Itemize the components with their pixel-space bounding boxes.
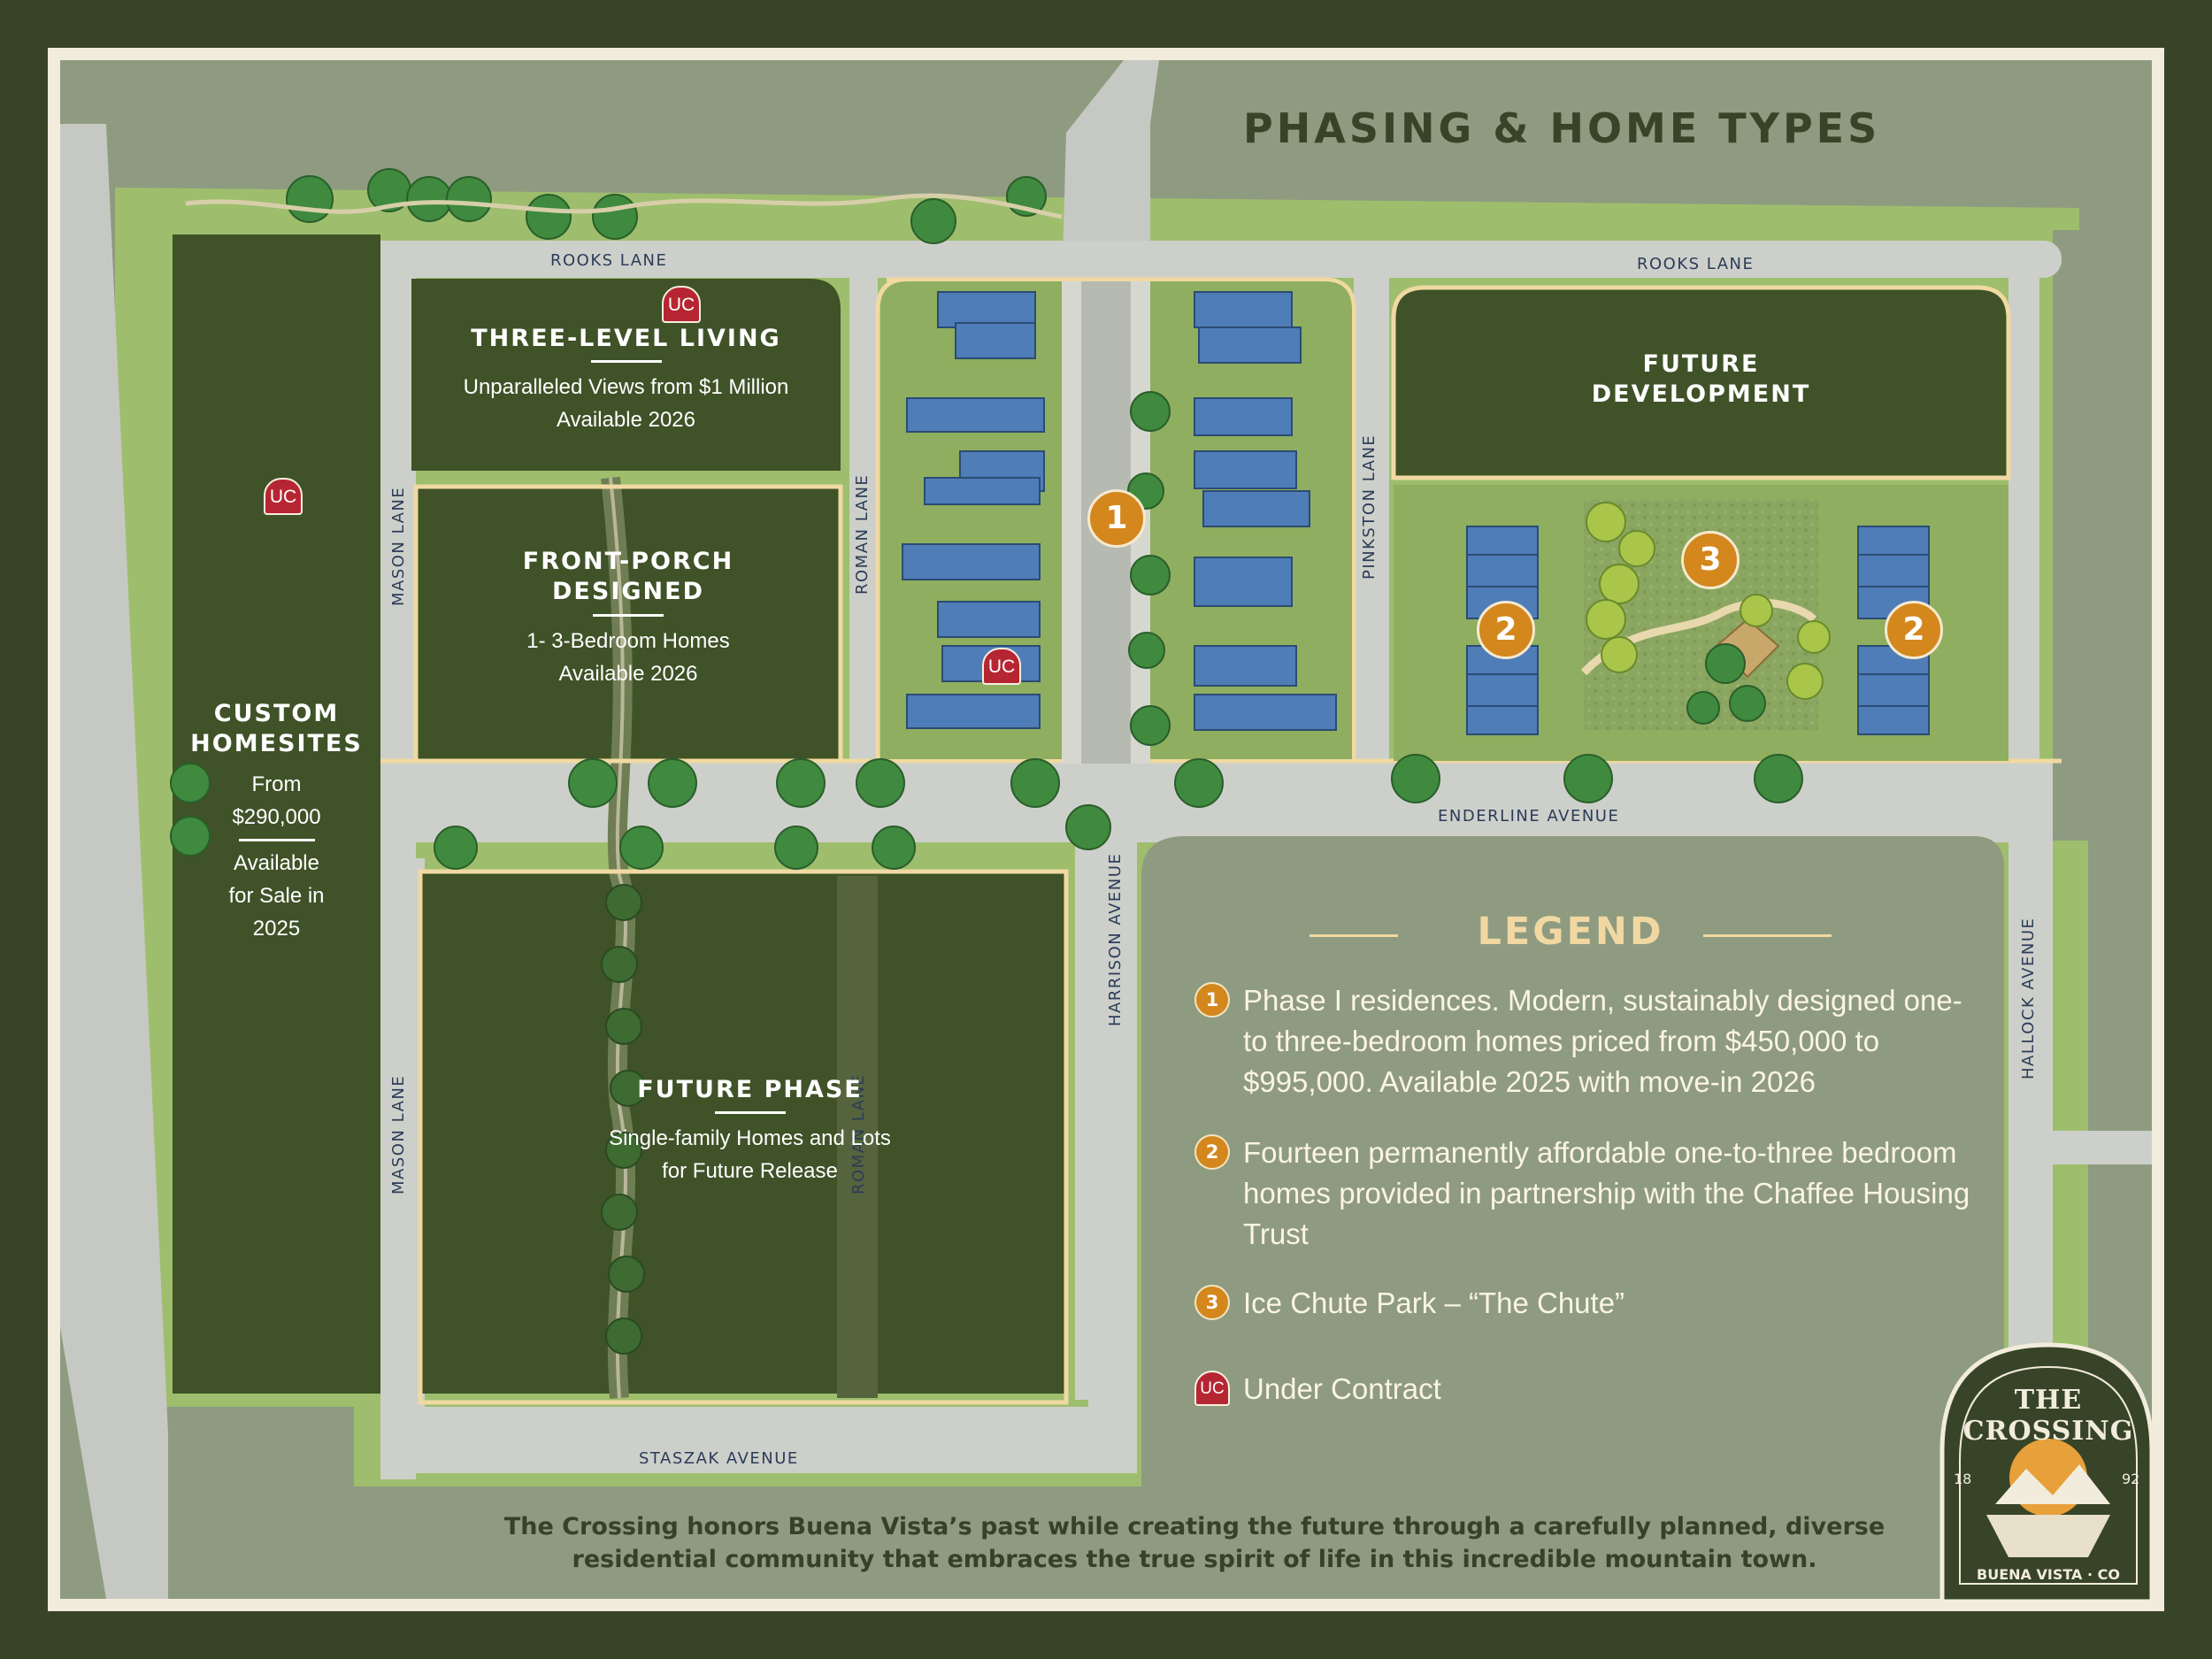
street-hallock-avenue: HALLOCK AVENUE bbox=[2019, 917, 2038, 1079]
legend-uc-marker: UC bbox=[1194, 1371, 1230, 1406]
legend-text: Fourteen permanently affordable one-to-t… bbox=[1243, 1136, 1970, 1250]
block-line: Available 2026 bbox=[556, 408, 696, 432]
under-contract-marker: UC bbox=[662, 286, 701, 323]
street-rooks-lane-west: ROOKS LANE bbox=[550, 251, 668, 270]
legend-item-phase-2: 2 Fourteen permanently affordable one-to… bbox=[1194, 1133, 1991, 1256]
block-future-phase: FUTURE PHASE Single-family Homes and Lot… bbox=[513, 1075, 987, 1187]
legend-text: Phase I residences. Modern, sustainably … bbox=[1243, 984, 1962, 1098]
block-line: Single-family Homes and Lots bbox=[609, 1126, 891, 1150]
legend-marker: 3 bbox=[1194, 1285, 1230, 1320]
street-roman-lane-north: ROMAN LANE bbox=[853, 473, 872, 595]
legend-text: Under Contract bbox=[1243, 1372, 1441, 1405]
legend-rule-right bbox=[1703, 934, 1832, 937]
block-line: 1- 3-Bedroom Homes bbox=[526, 629, 730, 653]
street-rooks-lane-east: ROOKS LANE bbox=[1637, 255, 1755, 273]
divider bbox=[590, 360, 662, 363]
logo-badge bbox=[1939, 1342, 2154, 1604]
block-line: 2025 bbox=[252, 917, 301, 941]
block-line: Available bbox=[234, 851, 319, 875]
block-title: CUSTOM bbox=[213, 700, 340, 727]
logo-name: THE CROSSING bbox=[1962, 1385, 2134, 1447]
street-staszak-avenue: STASZAK AVENUE bbox=[639, 1449, 799, 1468]
block-front-porch: FRONT-PORCH DESIGNED 1- 3-Bedroom Homes … bbox=[416, 547, 841, 690]
street-enderline-avenue: ENDERLINE AVENUE bbox=[1438, 807, 1620, 826]
legend-text: Ice Chute Park – “The Chute” bbox=[1243, 1286, 1625, 1319]
block-line: From bbox=[251, 772, 302, 796]
block-custom-homesites: CUSTOM HOMESITES From $290,000 Available… bbox=[173, 699, 380, 945]
block-title: THREE-LEVEL LIVING bbox=[471, 325, 781, 352]
map-title: PHASING & HOME TYPES bbox=[1243, 104, 1881, 152]
footer-text: The Crossing honors Buena Vista’s past w… bbox=[503, 1513, 1886, 1573]
legend-item-under-contract: UC Under Contract bbox=[1194, 1369, 1991, 1413]
block-future-development: FUTURE DEVELOPMENT bbox=[1394, 349, 2008, 410]
phase-2-marker-west: 2 bbox=[1477, 601, 1535, 659]
legend-rule-left bbox=[1310, 934, 1398, 937]
legend-marker: 2 bbox=[1194, 1134, 1230, 1170]
block-title: FUTURE bbox=[1642, 350, 1760, 378]
legend-item-phase-3: 3 Ice Chute Park – “The Chute” bbox=[1194, 1283, 1991, 1327]
logo-year-left: 18 bbox=[1954, 1471, 1972, 1487]
block-line: Unparalleled Views from $1 Million bbox=[463, 375, 789, 399]
legend-heading: LEGEND bbox=[1477, 910, 1664, 954]
under-contract-marker: UC bbox=[264, 478, 303, 515]
street-pinkston-lane: PINKSTON LANE bbox=[1360, 434, 1379, 580]
block-title: FRONT-PORCH bbox=[522, 548, 734, 575]
divider bbox=[714, 1111, 786, 1114]
block-line: for Sale in bbox=[228, 884, 325, 908]
street-harrison-avenue: HARRISON AVENUE bbox=[1106, 852, 1125, 1026]
block-title: DESIGNED bbox=[552, 578, 704, 605]
street-mason-lane-north: MASON LANE bbox=[389, 486, 408, 606]
block-three-level-living: THREE-LEVEL LIVING Unparalleled Views fr… bbox=[411, 324, 841, 436]
divider bbox=[593, 614, 664, 617]
under-contract-marker: UC bbox=[982, 648, 1021, 685]
logo-year-right: 92 bbox=[2122, 1471, 2140, 1487]
divider bbox=[238, 839, 315, 841]
phase-2-marker-east: 2 bbox=[1885, 601, 1943, 659]
block-title: HOMESITES bbox=[190, 730, 363, 757]
block-line: Available 2026 bbox=[558, 662, 698, 686]
phase-1-marker: 1 bbox=[1087, 489, 1146, 548]
logo-place: BUENA VISTA · CO bbox=[1977, 1566, 2120, 1583]
block-line: $290,000 bbox=[232, 805, 321, 829]
block-title: DEVELOPMENT bbox=[1591, 380, 1811, 408]
legend-item-phase-1: 1 Phase I residences. Modern, sustainabl… bbox=[1194, 980, 1991, 1104]
block-title: FUTURE PHASE bbox=[637, 1076, 863, 1103]
block-line: for Future Release bbox=[662, 1159, 838, 1183]
legend-marker: 1 bbox=[1194, 982, 1230, 1018]
street-mason-lane-south: MASON LANE bbox=[389, 1074, 408, 1194]
phase-3-marker: 3 bbox=[1681, 531, 1740, 589]
